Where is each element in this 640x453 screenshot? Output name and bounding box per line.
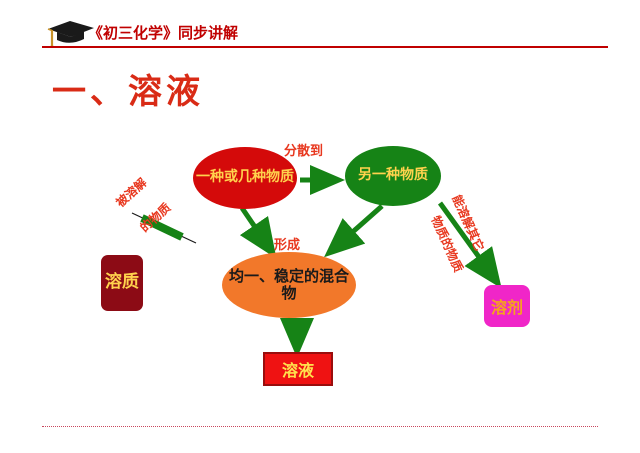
- edge-label-form: 形成: [274, 238, 301, 253]
- slide-header: 《初三化学》同步讲解: [0, 0, 640, 56]
- node-source-substance[interactable]: 一种或几种物质: [193, 147, 297, 209]
- edge-label-dissolved-line2: 的物质: [137, 200, 174, 235]
- header-divider: [42, 46, 608, 48]
- node-solvent[interactable]: 溶剂: [484, 285, 530, 327]
- footer-divider: [42, 426, 598, 427]
- node-solution[interactable]: 溶液: [263, 352, 333, 386]
- node-target-substance[interactable]: 另一种物质: [345, 146, 441, 206]
- graduation-cap-icon: [47, 21, 94, 48]
- node-uniform-stable-mixture[interactable]: 均一、稳定的混合物: [222, 252, 356, 318]
- node-solute[interactable]: 溶质: [101, 255, 143, 311]
- edge-label-disperse: 分散到: [284, 144, 324, 159]
- edge-label-dissolved-line1: 被溶解: [113, 175, 150, 210]
- page-title: 一、溶液: [52, 72, 204, 112]
- header-title: 《初三化学》同步讲解: [88, 24, 239, 42]
